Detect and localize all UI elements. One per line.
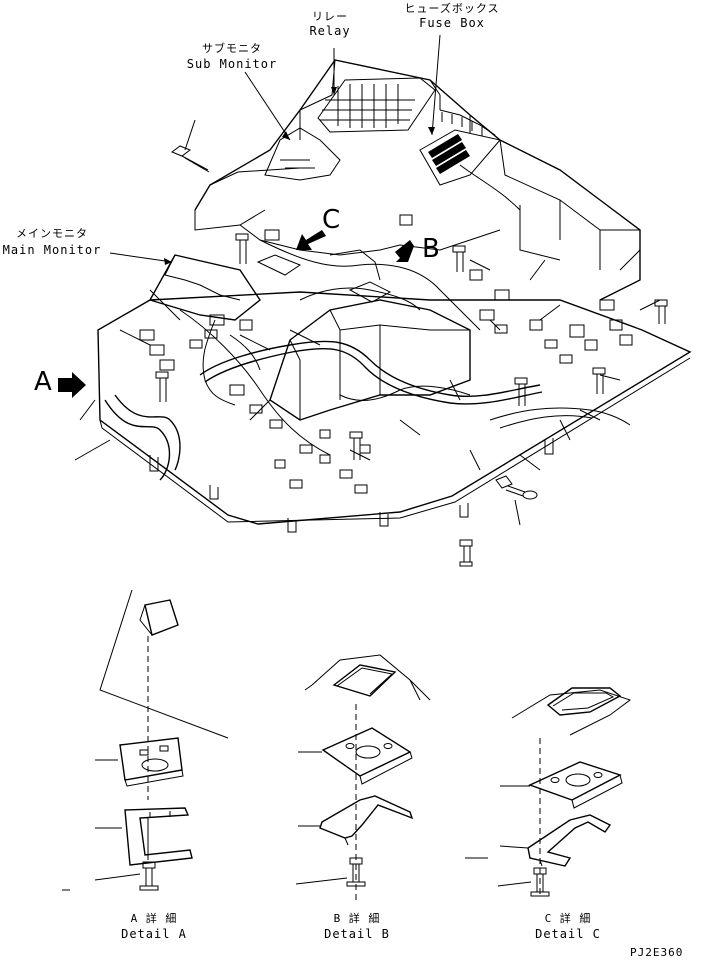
sub-monitor-label-en: Sub Monitor — [186, 57, 278, 71]
detail-c-bracket — [527, 814, 612, 867]
view-letter-c: C — [322, 205, 341, 235]
bolt-top-left — [170, 145, 210, 173]
bolt-under — [459, 539, 473, 567]
view-arrow-c — [296, 230, 326, 250]
sub-monitor-bracket — [264, 127, 341, 181]
bolt-left — [235, 233, 249, 264]
drawing-code: PJ2E360 — [630, 946, 684, 959]
detail-a-drawing — [62, 589, 229, 891]
leader-sub-monitor — [244, 71, 291, 141]
detail-c-bolt — [530, 867, 550, 897]
main-monitor-label-jp: メインモニタ — [16, 227, 88, 240]
wire-harness — [104, 164, 631, 481]
bolt-right-1 — [514, 377, 528, 406]
detail-a-title-en: Detail A — [121, 927, 187, 941]
detail-b-bracket — [319, 795, 414, 839]
view-letter-b: B — [422, 234, 440, 264]
bolt-front-left — [155, 371, 169, 402]
detail-c-plate — [528, 761, 622, 801]
relay-label-en: Relay — [309, 24, 351, 38]
view-letter-a: A — [34, 367, 52, 397]
sub-monitor-label-jp: サブモニタ — [202, 42, 262, 55]
fuse-box-label-jp: ヒューズボックス — [404, 2, 500, 15]
main-assembly — [58, 34, 692, 567]
fuse-box — [419, 109, 501, 186]
floor-plate — [97, 291, 692, 525]
bolt-right-2 — [592, 367, 606, 394]
detail-a-title-jp: A 詳 細 — [130, 912, 178, 925]
view-arrow-b — [395, 240, 414, 262]
detail-b-bolt — [346, 857, 366, 887]
center-duct — [269, 299, 471, 421]
detail-b-title-jp: B 詳 細 — [333, 912, 381, 925]
detail-a-bolt — [139, 861, 159, 891]
main-monitor-label-en: Main Monitor — [2, 243, 102, 257]
view-arrow-a — [58, 372, 86, 398]
bolt-mid — [452, 245, 466, 272]
relay-label-jp: リレー — [312, 10, 348, 23]
relay-block — [317, 77, 436, 133]
detail-c-title-jp: C 詳 細 — [544, 912, 592, 925]
bolt-right-3 — [654, 299, 668, 324]
bolt-center — [349, 431, 363, 460]
detail-c-title-en: Detail C — [535, 927, 601, 941]
detail-a-bracket — [124, 807, 193, 866]
detail-b-drawing — [295, 654, 431, 900]
detail-b-plate — [321, 727, 412, 777]
detail-b-title-en: Detail B — [324, 927, 390, 941]
detail-c-drawing — [465, 687, 632, 897]
bolt-lower — [495, 475, 526, 497]
leader-main-monitor — [109, 252, 173, 263]
leader-fuse-box — [431, 34, 441, 136]
fuse-box-label-en: Fuse Box — [419, 16, 485, 30]
